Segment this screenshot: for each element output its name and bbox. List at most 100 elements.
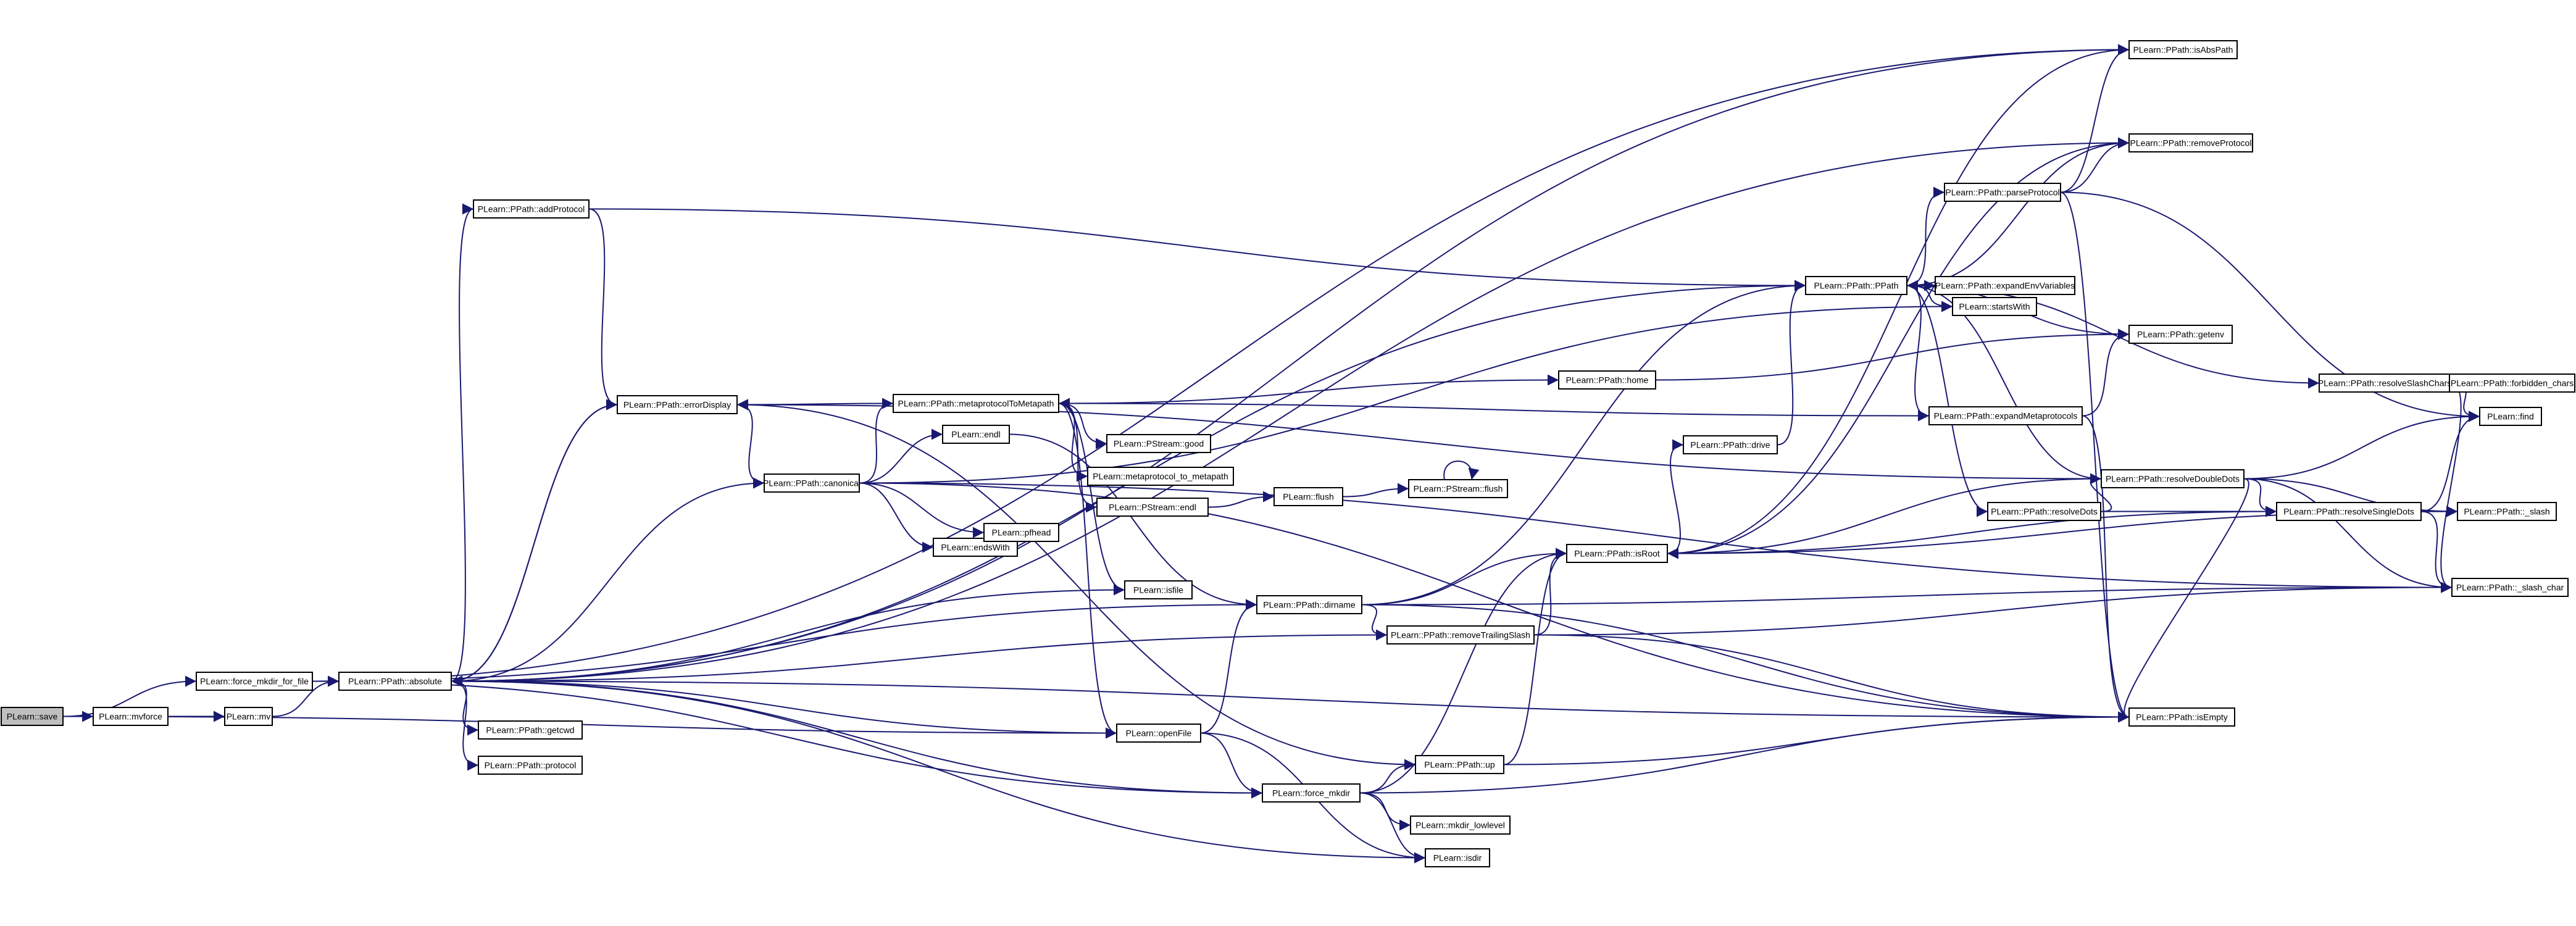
node-pstream_flush[interactable]: PLearn::PStream::flush	[1408, 479, 1508, 498]
node-dirname[interactable]: PLearn::PPath::dirname	[1256, 595, 1362, 614]
node-expandMetaprotocols[interactable]: PLearn::PPath::expandMetaprotocols	[1928, 406, 2083, 425]
node-label: PLearn::startsWith	[1959, 302, 2030, 312]
node-slash[interactable]: PLearn::PPath::_slash	[2457, 502, 2557, 521]
node-mv[interactable]: PLearn::mv	[224, 707, 273, 726]
node-box[interactable]	[196, 672, 313, 691]
node-pstream_endl[interactable]: PLearn::PStream::endl	[1096, 498, 1209, 517]
edge-force_mkdir-to-isRoot	[1359, 548, 1567, 794]
node-removeTrailingSlash[interactable]: PLearn::PPath::removeTrailingSlash	[1386, 625, 1535, 644]
node-drive[interactable]: PLearn::PPath::drive	[1683, 435, 1778, 454]
node-flush[interactable]: PLearn::flush	[1273, 487, 1343, 506]
node-box[interactable]	[2451, 578, 2569, 597]
node-box[interactable]	[1273, 487, 1343, 506]
node-box[interactable]	[2449, 373, 2575, 393]
node-box[interactable]	[1256, 595, 1362, 614]
node-box[interactable]	[1566, 544, 1668, 563]
node-pathead[interactable]: PLearn::pfhead	[983, 523, 1059, 542]
node-box[interactable]	[2128, 707, 2235, 727]
edge-absolute-to-addProtocol	[451, 203, 474, 682]
node-metaprotocol_to_metapath[interactable]: PLearn::metaprotocol_to_metapath	[1087, 467, 1234, 486]
node-box[interactable]	[2128, 325, 2233, 344]
node-box[interactable]	[1415, 755, 1504, 774]
node-box[interactable]	[478, 756, 583, 775]
node-box[interactable]	[617, 395, 738, 414]
node-box[interactable]	[338, 672, 452, 691]
node-box[interactable]	[2128, 133, 2253, 152]
node-box[interactable]	[478, 720, 583, 740]
node-save[interactable]: PLearn::save	[1, 707, 64, 726]
node-box[interactable]	[1952, 297, 2037, 316]
node-box[interactable]	[473, 199, 590, 219]
node-parseProtocol[interactable]: PLearn::PPath::parseProtocol	[1944, 183, 2061, 202]
node-box[interactable]	[1987, 502, 2101, 521]
node-errorDisplay[interactable]: PLearn::PPath::errorDisplay	[617, 395, 738, 414]
node-addProtocol[interactable]: PLearn::PPath::addProtocol	[473, 199, 590, 219]
node-expandEnvVariables[interactable]: PLearn::PPath::expandEnvVariables	[1935, 276, 2075, 295]
node-up[interactable]: PLearn::PPath::up	[1415, 755, 1504, 774]
node-box[interactable]	[2276, 502, 2422, 521]
edge-expandMetaprotocols-to-isEmpty	[2082, 415, 2130, 723]
node-getcwd[interactable]: PLearn::PPath::getcwd	[478, 720, 583, 740]
node-pstream_good[interactable]: PLearn::PStream::good	[1106, 434, 1211, 453]
node-slash_char[interactable]: PLearn::PPath::_slash_char	[2451, 578, 2569, 597]
node-box[interactable]	[1410, 815, 1511, 835]
node-force_mkdir_for_file[interactable]: PLearn::force_mkdir_for_file	[196, 672, 313, 691]
node-box[interactable]	[2101, 469, 2245, 488]
node-forbidden_chars[interactable]: PLearn::PPath::forbidden_chars	[2449, 373, 2575, 393]
node-box[interactable]	[1935, 276, 2075, 295]
node-box[interactable]	[1106, 434, 1211, 453]
node-absolute[interactable]: PLearn::PPath::absolute	[338, 672, 452, 691]
node-openFile[interactable]: PLearn::openFile	[1116, 724, 1201, 743]
node-metaprotocolToMetapath[interactable]: PLearn::PPath::metaprotocolToMetapath	[893, 394, 1059, 413]
node-box[interactable]	[2479, 407, 2542, 426]
node-canonical[interactable]: PLearn::PPath::canonical	[763, 473, 861, 493]
node-isdir[interactable]: PLearn::isdir	[1425, 848, 1490, 867]
node-box[interactable]	[764, 473, 860, 493]
node-box[interactable]	[942, 425, 1010, 444]
node-box[interactable]	[1124, 580, 1193, 599]
node-isAbsPath[interactable]: PLearn::PPath::isAbsPath	[2128, 40, 2238, 59]
node-mkdir_lowlevel[interactable]: PLearn::mkdir_lowlevel	[1410, 815, 1511, 835]
node-resolveDots[interactable]: PLearn::PPath::resolveDots	[1987, 502, 2101, 521]
node-resolveSlashChars[interactable]: PLearn::PPath::resolveSlashChars	[2318, 373, 2451, 393]
node-removeProtocol[interactable]: PLearn::PPath::removeProtocol	[2128, 133, 2253, 152]
node-isfile[interactable]: PLearn::isfile	[1124, 580, 1193, 599]
node-getenv[interactable]: PLearn::PPath::getenv	[2128, 325, 2233, 344]
node-isRoot[interactable]: PLearn::PPath::isRoot	[1566, 544, 1668, 563]
node-box[interactable]	[2319, 373, 2451, 393]
node-mvforce[interactable]: PLearn::mvforce	[93, 707, 169, 726]
node-box[interactable]	[1425, 848, 1490, 867]
node-box[interactable]	[893, 394, 1059, 413]
node-box[interactable]	[2128, 40, 2238, 59]
node-force_mkdir[interactable]: PLearn::force_mkdir	[1262, 783, 1361, 803]
node-tfind[interactable]: PLearn::find	[2479, 407, 2542, 426]
node-endsWith[interactable]: PLearn::endsWith	[933, 538, 1018, 557]
node-box[interactable]	[1262, 783, 1361, 803]
node-endl[interactable]: PLearn::endl	[942, 425, 1010, 444]
node-box[interactable]	[1805, 276, 1907, 295]
edge-mv-to-absolute	[272, 675, 340, 717]
node-box[interactable]	[1408, 479, 1508, 498]
node-box[interactable]	[1944, 183, 2061, 202]
node-box[interactable]	[1087, 467, 1234, 486]
node-box[interactable]	[1096, 498, 1209, 517]
node-box[interactable]	[2457, 502, 2557, 521]
node-box[interactable]	[983, 523, 1059, 542]
node-box[interactable]	[1, 707, 64, 726]
node-box[interactable]	[1558, 370, 1656, 390]
node-isEmpty[interactable]: PLearn::PPath::isEmpty	[2128, 707, 2235, 727]
node-box[interactable]	[224, 707, 273, 726]
node-box[interactable]	[1116, 724, 1201, 743]
node-startsWith[interactable]: PLearn::startsWith	[1952, 297, 2037, 316]
node-box[interactable]	[1683, 435, 1778, 454]
node-resolveDoubleDots[interactable]: PLearn::PPath::resolveDoubleDots	[2101, 469, 2245, 488]
node-box[interactable]	[93, 707, 169, 726]
node-label: PLearn::PPath::dirname	[1263, 600, 1356, 610]
node-box[interactable]	[1928, 406, 2083, 425]
node-PPath[interactable]: PLearn::PPath::PPath	[1805, 276, 1907, 295]
node-box[interactable]	[1386, 625, 1535, 644]
node-home[interactable]: PLearn::PPath::home	[1558, 370, 1656, 390]
edge-absolute-to-removeProtocol	[451, 137, 2130, 682]
node-resolveSingleDots[interactable]: PLearn::PPath::resolveSingleDots	[2276, 502, 2422, 521]
node-protocol[interactable]: PLearn::PPath::protocol	[478, 756, 583, 775]
